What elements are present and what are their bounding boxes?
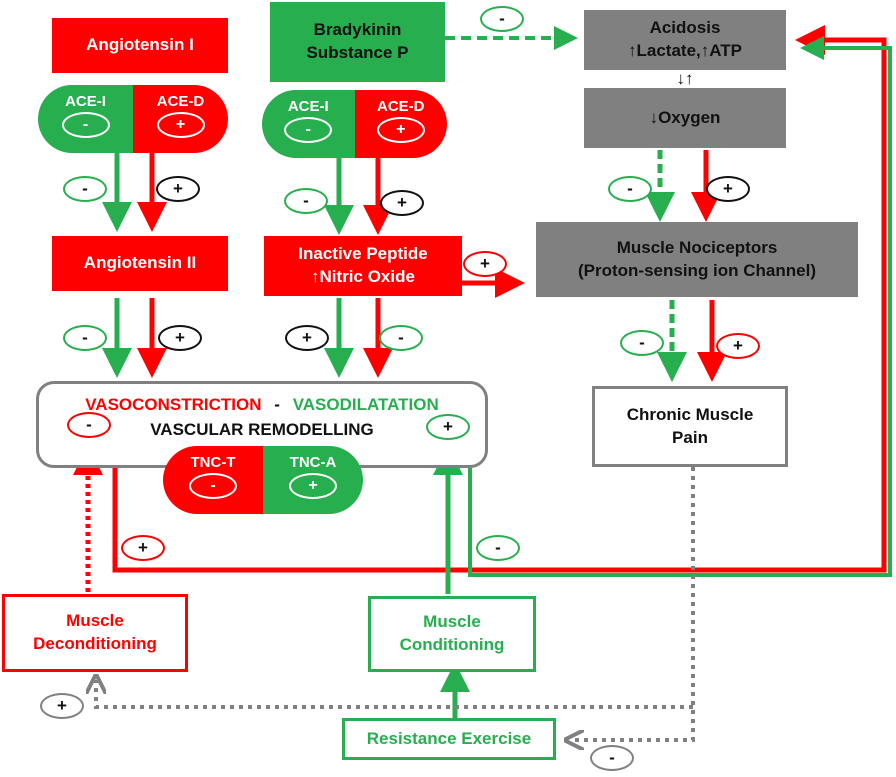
resistance-exercise-box: Resistance Exercise [342,718,556,760]
sign-loop-green: - [476,535,520,561]
sign-decon-plus: + [40,693,84,719]
substance-p-label: Substance P [306,43,409,62]
angiotensin-1-label: Angiotensin I [86,35,194,55]
exchange-arrows: ↓↑ [660,68,710,88]
sign-brady-acidosis: - [480,6,524,32]
inactive-peptide-box: Inactive Peptide ↑Nitric Oxide [264,236,462,296]
oxygen-box: ↓Oxygen [584,88,786,148]
chronic-pain-box: Chronic Muscle Pain [592,386,788,467]
tnc-a-half: TNC-A + [263,446,363,514]
resistance-exercise-label: Resistance Exercise [366,728,532,748]
deconditioning-label-2: Deconditioning [33,634,157,653]
sign-vasc-minus: - [67,412,111,438]
ace-d-mid-half: ACE-D + [354,90,447,158]
sign-inact-plus: + [285,325,329,351]
ace-i-mid-label: ACE-I [287,98,329,115]
ace-d-left-half: ACE-D + [133,85,228,153]
acidosis-label: Acidosis [649,18,721,38]
sign-loop-red: + [121,535,165,561]
bradykinin-box: Bradykinin Substance P [270,2,445,82]
bradykinin-label: Bradykinin [313,20,402,40]
deconditioning-box: Muscle Deconditioning [2,594,188,672]
sign-noci-minus: - [620,330,664,356]
nociceptors-box: Muscle Nociceptors (Proton-sensing ion C… [536,222,858,297]
oxygen-label: ↓Oxygen [649,107,721,127]
sign-oxy-plus: + [706,176,750,202]
angiotensin-1-box: Angiotensin I [52,18,228,73]
vascular-remodelling-label: VASCULAR REMODELLING [150,419,374,439]
inactive-peptide-label: Inactive Peptide [298,244,428,264]
sign-pain-minus: - [590,745,634,771]
sign-noci-plus: + [716,333,760,359]
sign-oxy-minus: - [608,176,652,202]
arrow-pain-exercise [570,467,695,740]
sign-inact-minus: - [379,325,423,351]
vasoconstriction-label: VASOCONSTRICTION [85,395,262,414]
sign-ang1-minus: - [63,176,107,202]
ace-d-mid-label: ACE-D [377,98,425,115]
vaso-title-row: VASOCONSTRICTION - VASODILATATION [85,394,439,417]
tnc-t-sign: - [189,473,237,499]
lactate-atp-label: ↑Lactate,↑ATP [628,41,742,60]
arrow-gray-deconditioning [96,680,693,709]
ace-i-mid-half: ACE-I - [262,90,355,158]
ace-pill-mid: ACE-I - ACE-D + [262,90,447,158]
ace-pill-left: ACE-I - ACE-D + [38,85,228,153]
sign-inact-nociceptors: + [463,251,507,277]
vasodilatation-label: VASODILATATION [292,395,439,414]
sign-vasc-plus: + [426,414,470,440]
ace-d-mid-sign: + [376,117,425,143]
conditioning-box: Muscle Conditioning [368,596,536,672]
tnc-t-label: TNC-T [190,454,236,471]
nociceptors-label: Muscle Nociceptors [616,237,778,257]
sign-brady-minus: - [284,188,328,214]
sign-brady-plus: + [380,190,424,216]
vaso-dash: - [274,395,280,414]
loop-red-to-acidosis [112,25,887,573]
conditioning-label-2: Conditioning [399,635,505,654]
chronic-pain-label-1: Chronic Muscle [626,404,754,424]
ace-d-left-label: ACE-D [156,93,205,110]
tnc-a-label: TNC-A [289,454,337,471]
ace-i-mid-sign: - [284,117,333,143]
deconditioning-label-1: Muscle [66,611,124,631]
sign-ang2-plus: + [158,325,202,351]
ace-d-left-sign: + [156,112,205,138]
proton-channel-label: (Proton-sensing ion Channel) [578,260,816,280]
sign-ang2-minus: - [63,325,107,351]
tnc-a-sign: + [289,473,337,499]
acidosis-box: Acidosis ↑Lactate,↑ATP [584,10,786,70]
ace-i-left-half: ACE-I - [38,85,133,153]
loop-green-to-acidosis [468,36,892,577]
tnc-pill: TNC-T - TNC-A + [163,446,363,514]
ace-i-left-label: ACE-I [65,93,106,110]
sign-ang1-plus: + [156,176,200,202]
chronic-pain-label-2: Pain [672,427,708,447]
exchange-label: ↓↑ [676,68,694,88]
tnc-t-half: TNC-T - [163,446,263,514]
conditioning-label-1: Muscle [423,612,481,632]
ace-i-left-sign: - [61,112,110,138]
angiotensin-2-label: Angiotensin II [83,253,197,273]
nitric-oxide-label: ↑Nitric Oxide [311,267,415,286]
angiotensin-2-box: Angiotensin II [52,236,228,291]
